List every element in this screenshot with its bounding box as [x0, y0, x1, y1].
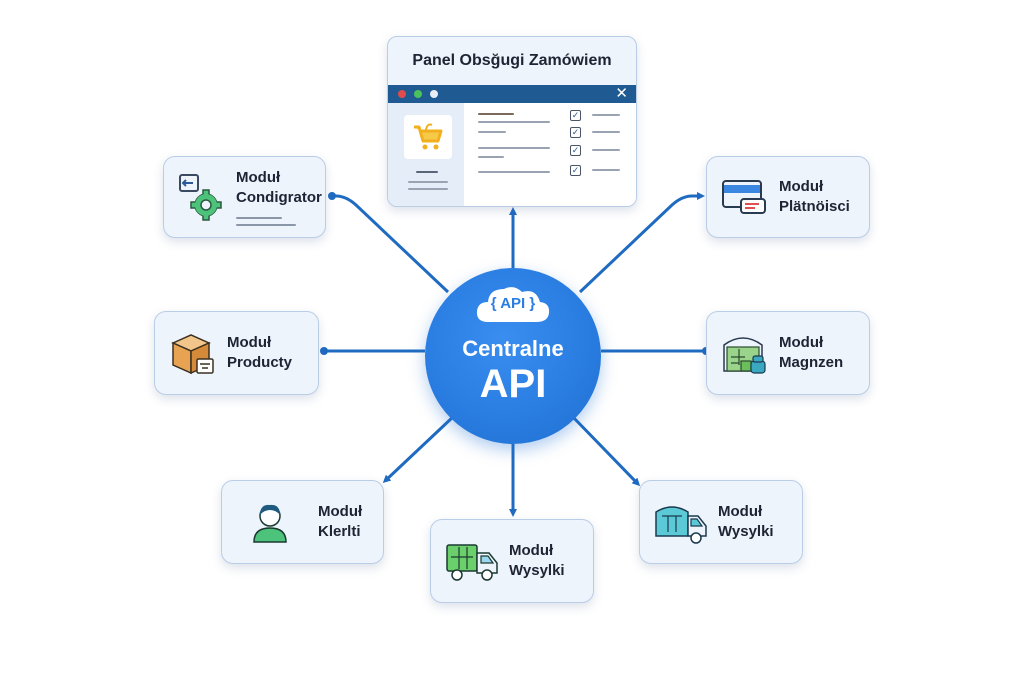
window-close-dot[interactable]: [398, 90, 406, 98]
user-icon: [246, 498, 294, 546]
window-toggle-icon[interactable]: [430, 90, 438, 98]
warehouse-icon: [721, 329, 769, 377]
module-label: Moduł: [779, 178, 824, 195]
description-lines: [236, 212, 322, 226]
gear-settings-icon: [178, 173, 226, 221]
window-maximize-dot[interactable]: [414, 90, 422, 98]
module-label: Moduł: [779, 334, 824, 351]
panel-sidebar: [388, 103, 464, 206]
module-name: Wysylki: [718, 523, 774, 540]
checkbox[interactable]: ✓: [570, 165, 581, 176]
order-panel-window[interactable]: Panel Obsğugi Zamówiem ✕: [387, 36, 637, 207]
panel-titlebar: ✕: [388, 85, 636, 103]
module-warehouse[interactable]: Moduł Magnzen: [706, 311, 870, 395]
checkbox[interactable]: ✓: [570, 127, 581, 138]
module-shipping-right[interactable]: Moduł Wysylki: [639, 480, 803, 564]
module-name: Producty: [227, 354, 293, 371]
module-products[interactable]: Moduł Producty: [154, 311, 319, 395]
module-name: Condigrator: [236, 189, 322, 206]
cargo-truck-icon: [654, 498, 708, 546]
module-label: Moduł: [236, 169, 281, 186]
panel-content: ✓ ✓ ✓ ✓: [464, 103, 636, 206]
module-name: Klerlti: [318, 523, 361, 540]
connector-configurator: [328, 192, 450, 294]
module-label: Moduł: [318, 503, 363, 520]
module-name: Plätnöisci: [779, 198, 850, 215]
module-payments[interactable]: Moduł Plätnöisci: [706, 156, 870, 238]
module-configurator[interactable]: Moduł Condigrator: [163, 156, 326, 238]
module-name: Wysylki: [509, 562, 565, 579]
module-label: Moduł: [509, 542, 554, 559]
panel-title: Panel Obsğugi Zamówiem: [412, 52, 612, 69]
connector-payments: [578, 192, 705, 294]
api-badge: { API }: [490, 295, 536, 312]
module-name: Magnzen: [779, 354, 844, 371]
close-icon[interactable]: ✕: [615, 85, 628, 102]
connector-clients: [382, 414, 456, 484]
credit-card-icon: [721, 173, 769, 221]
hub-title: API: [479, 362, 547, 406]
checkbox[interactable]: ✓: [570, 110, 581, 121]
central-api-hub[interactable]: { API } Centralne API: [425, 268, 601, 444]
module-clients[interactable]: Moduł Klerlti: [221, 480, 384, 564]
hub-subtitle: Centralne: [462, 336, 564, 361]
delivery-truck-icon: [445, 537, 499, 585]
shopping-cart-icon: [404, 115, 452, 159]
connector-shipping-right: [570, 414, 641, 487]
module-label: Moduł: [227, 334, 272, 351]
module-label: Moduł: [718, 503, 763, 520]
package-box-icon: [169, 329, 217, 377]
cloud-api-icon: { API }: [474, 284, 552, 324]
checkbox[interactable]: ✓: [570, 145, 581, 156]
module-shipping-center[interactable]: Moduł Wysylki: [430, 519, 594, 603]
